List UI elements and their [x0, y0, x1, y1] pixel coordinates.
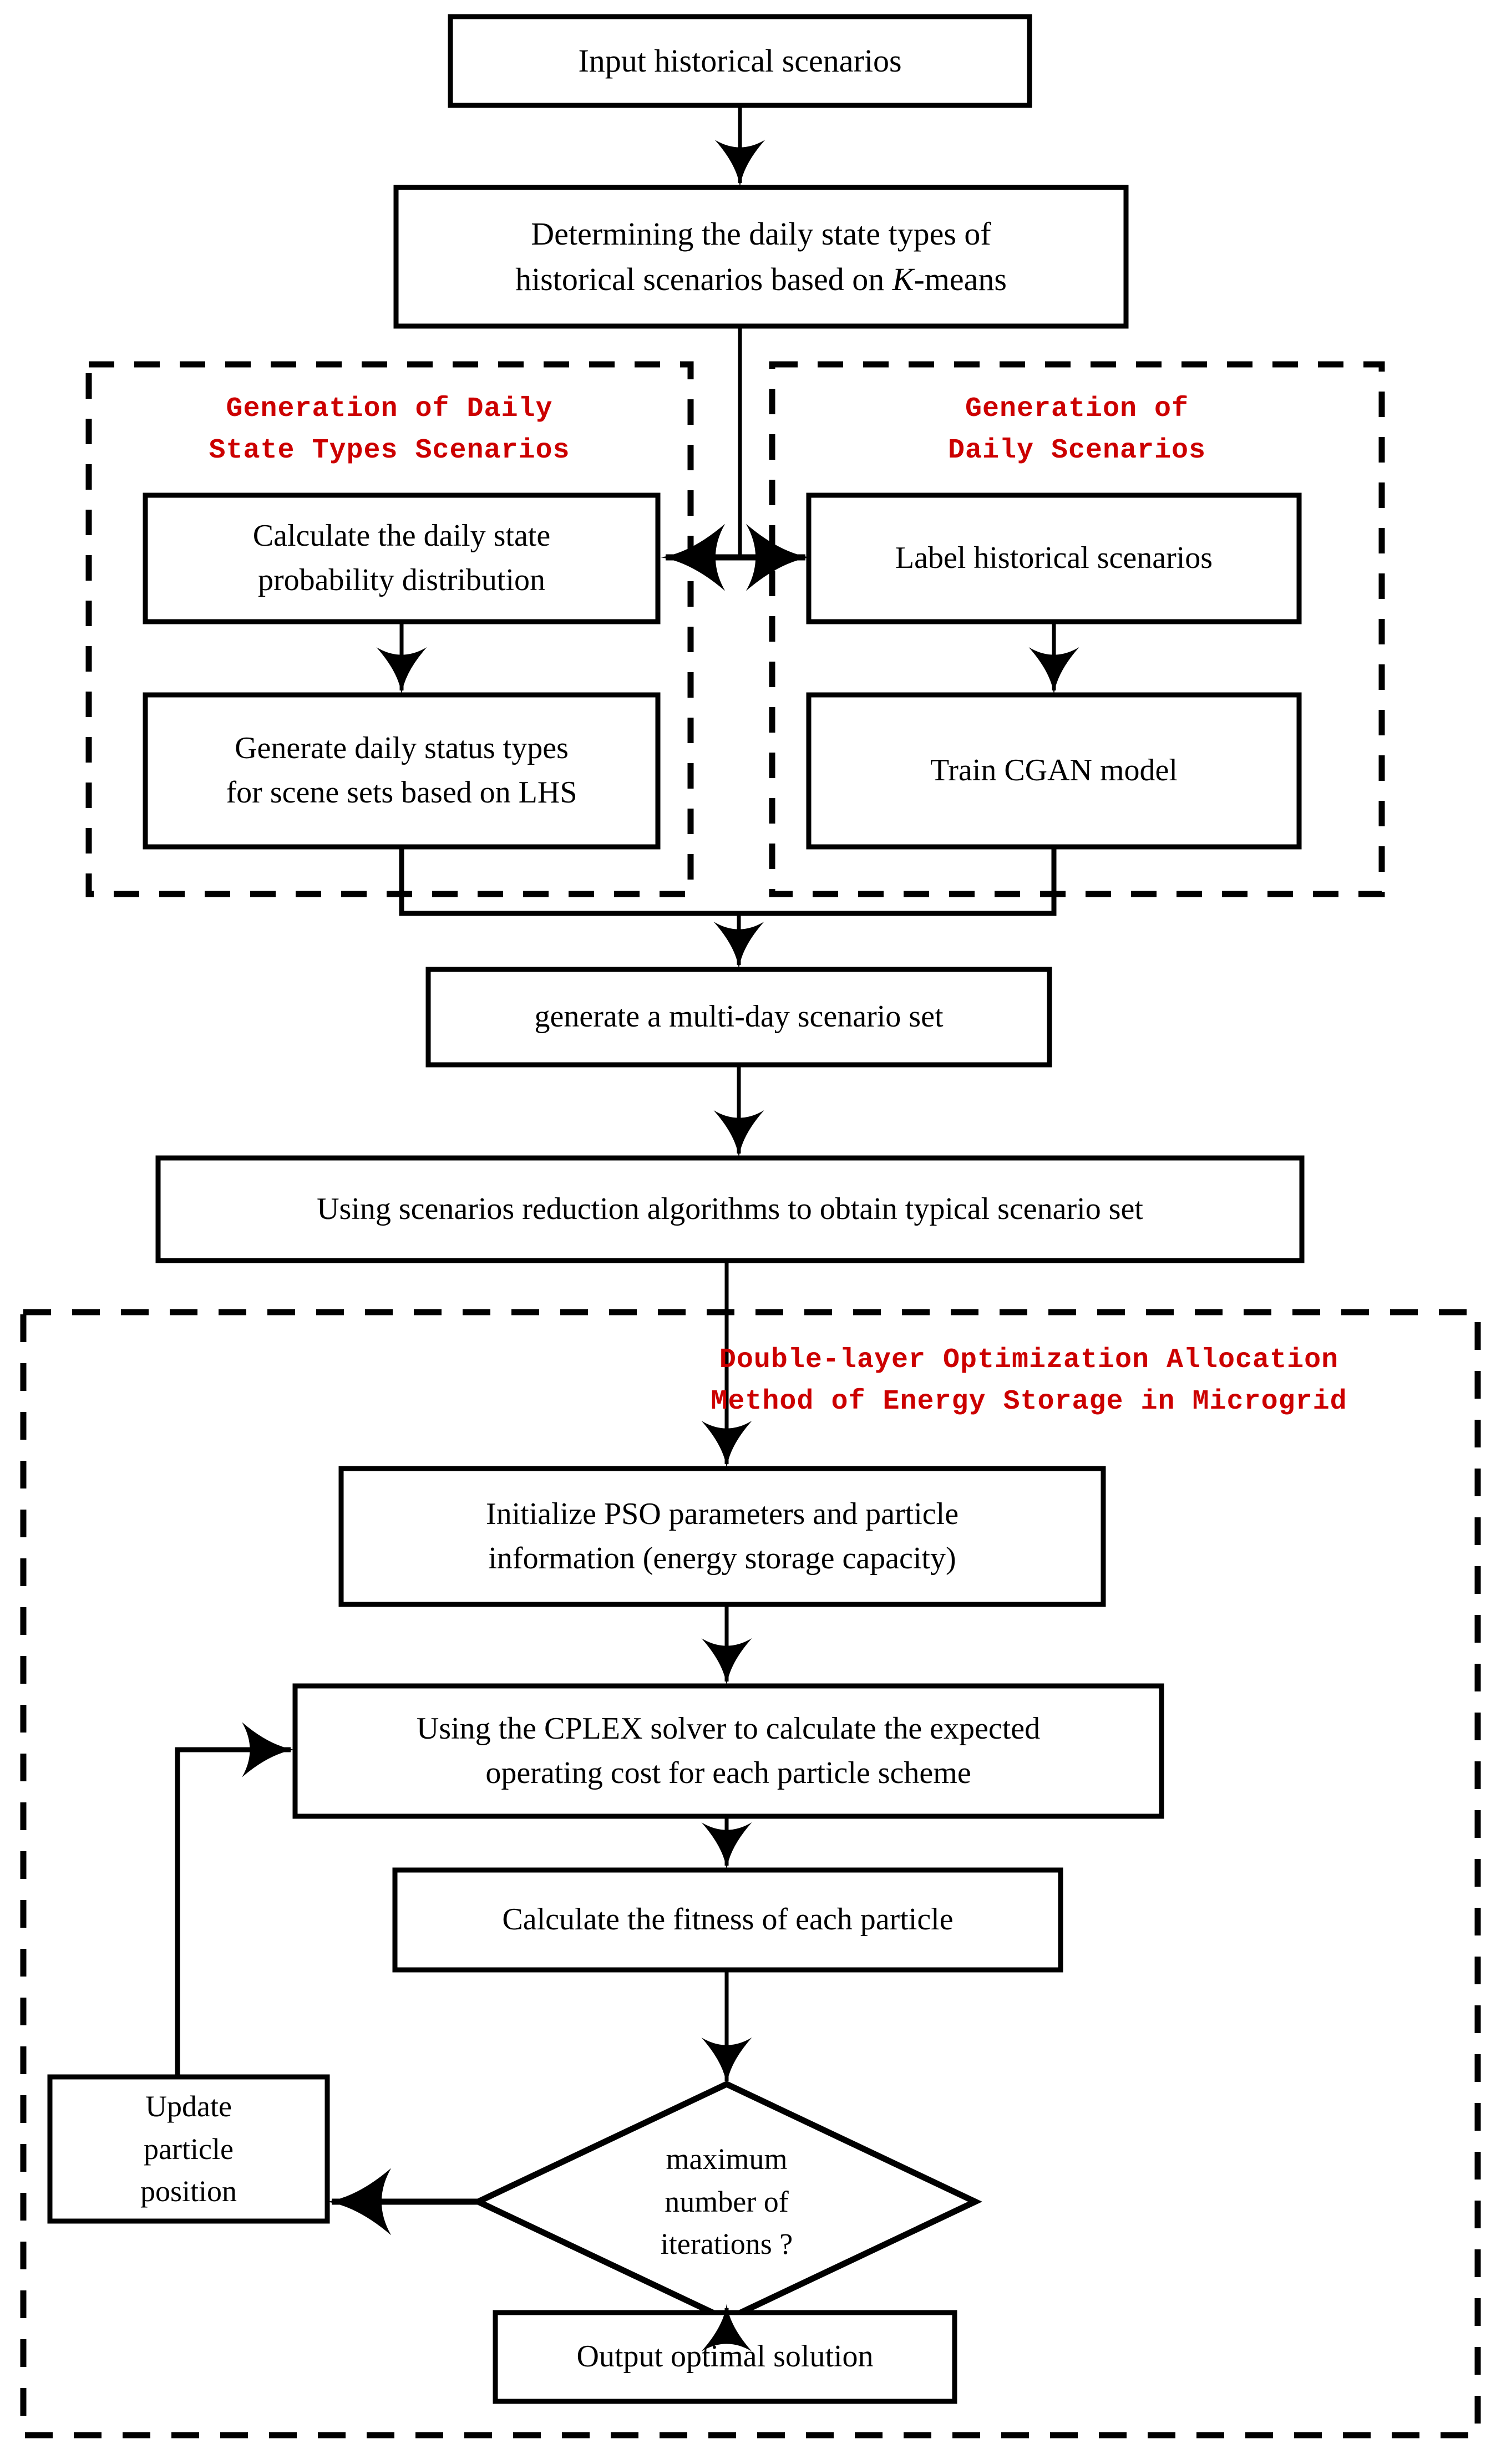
- node-update-particle-box: [47, 2074, 330, 2224]
- node-cplex-solver-box: [292, 1683, 1164, 1819]
- node-multi-day-set-box: [425, 967, 1052, 1068]
- edge-merge-to-multi-day: [399, 847, 1057, 916]
- group-title-daily-state-types: Generation of Daily State Types Scenario…: [209, 393, 570, 466]
- node-calc-fitness-box: [392, 1867, 1063, 1973]
- node-determine-state-types-box: [393, 185, 1129, 329]
- node-label-scenarios-box: [806, 492, 1302, 624]
- group-title-double-layer: Double-layer Optimization Allocation Met…: [711, 1344, 1347, 1418]
- node-calc-probability-box: [143, 492, 661, 624]
- group-daily-scenarios-border: [769, 361, 1385, 897]
- group-daily-state-types-border: [85, 361, 694, 897]
- node-init-pso-box: [338, 1466, 1106, 1607]
- node-reduction-algorithms-box: [155, 1155, 1305, 1263]
- group-double-layer-border: [20, 1309, 1481, 2438]
- group-title-daily-scenarios: Generation of Daily Scenarios: [947, 393, 1206, 466]
- node-input-historical-box: [448, 14, 1032, 108]
- node-output-solution-box: [493, 2310, 957, 2404]
- edge-update-particle-feedback: [175, 1722, 295, 2077]
- node-decision-max-iterations-diamond: [471, 2080, 982, 2323]
- node-generate-lhs-box: [143, 692, 661, 850]
- node-train-cgan-box: [806, 692, 1302, 850]
